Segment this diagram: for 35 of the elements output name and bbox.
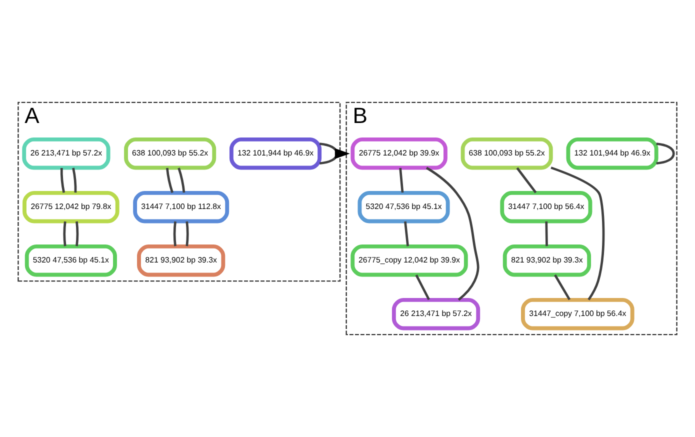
connector	[516, 167, 537, 194]
connector	[63, 221, 66, 246]
connector	[415, 274, 430, 300]
connector	[76, 221, 79, 246]
connector	[186, 221, 189, 246]
connector	[399, 168, 404, 193]
node-box: 5320 47,536 bp 45.1x	[358, 190, 450, 224]
node-box: 821 93,902 bp 39.3x	[502, 244, 592, 277]
connector	[72, 168, 77, 193]
connector	[404, 221, 409, 246]
node-box: 132 101,944 bp 46.9x	[229, 137, 322, 170]
connector	[545, 222, 548, 246]
connector	[554, 274, 571, 300]
connector	[320, 142, 338, 165]
node-box: 638 100,093 bp 55.2x	[460, 137, 553, 170]
connector	[550, 166, 605, 300]
node-box: 26775_copy 12,042 bp 39.9x	[350, 244, 468, 277]
connector	[656, 142, 675, 165]
node-box: 638 100,093 bp 55.2x	[124, 137, 216, 170]
node-box: 26 213,471 bp 57.2x	[22, 137, 110, 170]
node-box: 26775 12,042 bp 39.9x	[350, 137, 448, 170]
connector	[60, 168, 66, 193]
node-box: 5320 47,536 bp 45.1x	[24, 244, 117, 277]
arrow	[334, 148, 350, 159]
connector	[166, 168, 174, 193]
node-box: 132 101,944 bp 46.9x	[566, 137, 658, 170]
node-box: 26775 12,042 bp 79.8x	[22, 190, 120, 224]
node-box: 821 93,902 bp 39.3x	[137, 244, 226, 277]
connector	[173, 221, 176, 246]
connector	[426, 166, 480, 301]
node-box: 31447_copy 7,100 bp 56.4x	[521, 298, 634, 330]
node-box: 26 213,471 bp 57.2x	[392, 298, 480, 330]
connector	[178, 168, 186, 193]
node-box: 31447 7,100 bp 112.8x	[133, 190, 230, 224]
node-box: 31447 7,100 bp 56.4x	[500, 190, 592, 224]
